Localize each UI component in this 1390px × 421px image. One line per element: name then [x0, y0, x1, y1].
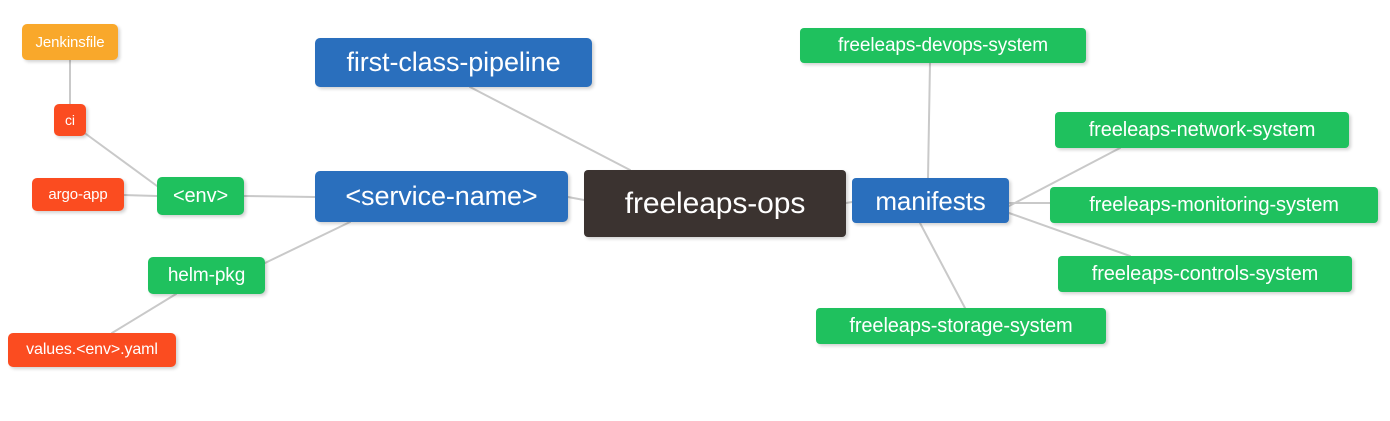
node-label-freeleaps-ops: freeleaps-ops	[624, 186, 806, 220]
node-freeleaps-devops-system[interactable]: freeleaps-devops-system	[800, 28, 1086, 63]
edge-helm-pkg-to-values-yaml	[111, 293, 177, 334]
edge-env-to-service-name	[243, 195, 316, 198]
node-env[interactable]: <env>	[157, 177, 244, 215]
node-values-yaml[interactable]: values.<env>.yaml	[8, 333, 176, 367]
node-freeleaps-monitoring-system[interactable]: freeleaps-monitoring-system	[1050, 187, 1378, 223]
edge-service-name-to-helm-pkg	[264, 221, 351, 264]
node-label-helm-pkg: helm-pkg	[167, 265, 246, 286]
node-label-freeleaps-controls-system: freeleaps-controls-system	[1091, 263, 1319, 285]
node-label-freeleaps-network-system: freeleaps-network-system	[1088, 119, 1316, 141]
edge-first-class-pipeline-to-freeleaps-ops	[469, 86, 631, 171]
node-label-manifests: manifests	[875, 185, 986, 216]
node-freeleaps-controls-system[interactable]: freeleaps-controls-system	[1058, 256, 1352, 292]
edge-argo-app-to-env	[123, 194, 158, 197]
edge-manifests-to-freeleaps-devops-system	[927, 62, 931, 179]
node-argo-app[interactable]: argo-app	[32, 178, 124, 211]
node-helm-pkg[interactable]: helm-pkg	[148, 257, 265, 294]
node-label-freeleaps-devops-system: freeleaps-devops-system	[838, 35, 1048, 56]
node-freeleaps-storage-system[interactable]: freeleaps-storage-system	[816, 308, 1106, 344]
node-label-argo-app: argo-app	[48, 186, 108, 203]
edge-manifests-to-freeleaps-storage-system	[919, 222, 966, 309]
node-label-ci: ci	[65, 112, 75, 128]
node-label-values-yaml: values.<env>.yaml	[26, 341, 158, 358]
node-label-env: <env>	[172, 185, 229, 207]
node-label-freeleaps-monitoring-system: freeleaps-monitoring-system	[1089, 194, 1339, 216]
node-label-jenkinsfile: Jenkinsfile	[35, 33, 105, 51]
node-label-first-class-pipeline: first-class-pipeline	[346, 47, 561, 77]
node-label-service-name: <service-name>	[345, 181, 538, 211]
node-first-class-pipeline[interactable]: first-class-pipeline	[315, 38, 592, 87]
node-freeleaps-ops[interactable]: freeleaps-ops	[584, 170, 846, 237]
edge-service-name-to-freeleaps-ops	[567, 196, 585, 201]
node-manifests[interactable]: manifests	[852, 178, 1009, 223]
node-ci[interactable]: ci	[54, 104, 86, 136]
node-freeleaps-network-system[interactable]: freeleaps-network-system	[1055, 112, 1349, 148]
node-service-name[interactable]: <service-name>	[315, 171, 568, 222]
node-label-freeleaps-storage-system: freeleaps-storage-system	[849, 315, 1073, 337]
node-jenkinsfile[interactable]: Jenkinsfile	[22, 24, 118, 60]
